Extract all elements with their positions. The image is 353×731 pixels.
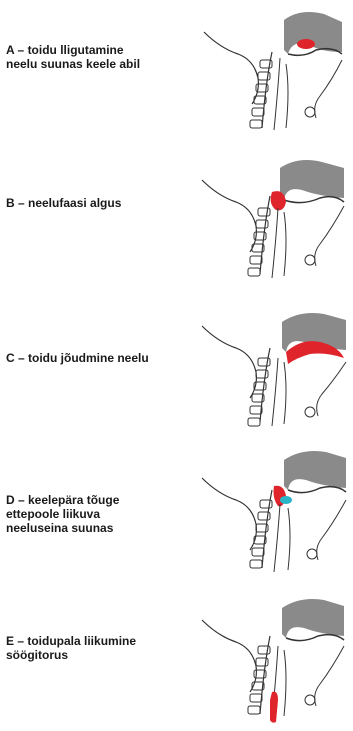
stage-e: E – toidupala liikumine söögitorus bbox=[0, 584, 353, 730]
bolus bbox=[270, 692, 278, 723]
swallowing-illustration-b bbox=[192, 146, 353, 292]
swallowing-illustration-d bbox=[192, 438, 353, 584]
bolus bbox=[297, 39, 315, 49]
stage-b: B – neelufaasi algus bbox=[0, 146, 353, 292]
stage-a-caption: A – toidu lligutamine neelu suunas keele… bbox=[6, 43, 196, 71]
stage-a: A – toidu lligutamine neelu suunas keele… bbox=[0, 0, 353, 146]
stage-e-caption: E – toidupala liikumine söögitorus bbox=[6, 634, 196, 662]
stage-c: C – toidu jõudmine neelu bbox=[0, 292, 353, 438]
stage-d-caption: D – keelepära tõuge ettepoole liikuva ne… bbox=[6, 493, 196, 535]
tongue-base-highlight bbox=[280, 496, 292, 504]
swallowing-illustration-a bbox=[192, 0, 353, 146]
swallowing-illustration-e bbox=[192, 584, 353, 730]
stage-b-caption: B – neelufaasi algus bbox=[6, 196, 196, 210]
stage-d: D – keelepära tõuge ettepoole liikuva ne… bbox=[0, 438, 353, 584]
stage-c-caption: C – toidu jõudmine neelu bbox=[6, 351, 196, 365]
swallowing-illustration-c bbox=[192, 292, 353, 438]
